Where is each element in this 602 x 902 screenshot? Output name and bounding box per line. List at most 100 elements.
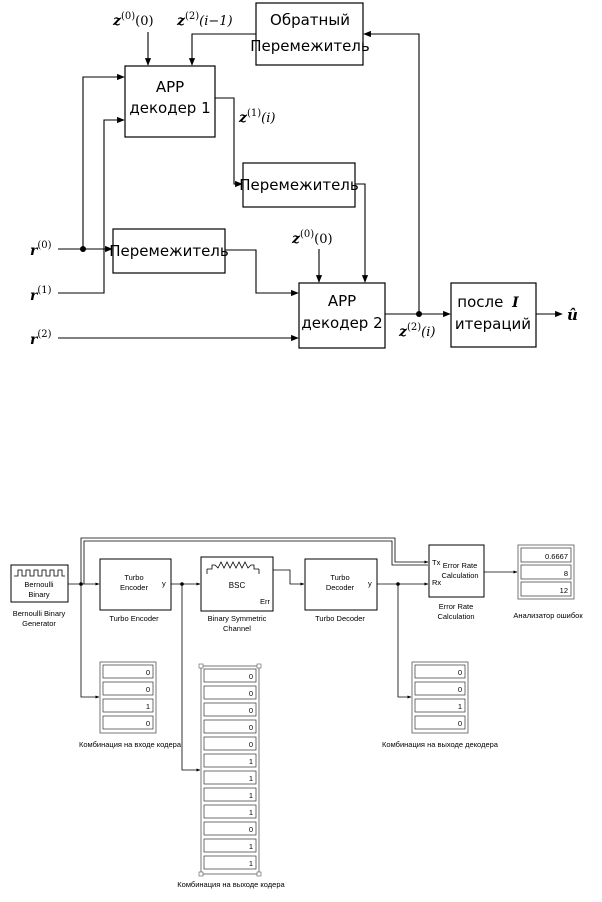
display-cell [203,668,257,683]
turbo-encoder-block[interactable]: Turbo Encoder y Turbo Encoder [99,558,172,623]
simulink-model: Bernoulli Binary Bernoulli Binary Genera… [10,537,583,889]
turbo-decoder-block[interactable]: Turbo Decoder y Turbo Decoder [304,558,378,623]
display-cell [102,664,154,679]
display-cell-value: 1 [249,859,253,868]
label-z2-out: z(2)(i) [398,322,435,340]
display-cell-value: 0 [146,668,150,677]
display-cell-value: 0 [458,668,462,677]
turbo-encoder-inner-line2: Encoder [120,583,148,592]
display-cell [414,698,466,713]
display-cell-value: 0.6667 [545,552,568,561]
display-cell-value: 1 [249,757,253,766]
top-wires [58,30,563,342]
display-cell [414,715,466,730]
error-rate-inner-line2: Calculation [441,571,478,580]
selection-handle [256,663,262,669]
error-rate-block[interactable]: Tx Rx Error Rate Calculation Error Rate … [428,544,485,621]
deinterleaver-line1: Обратный [270,11,350,29]
turbo-decoder-caption: Turbo Decoder [315,614,365,623]
display-cell [203,838,257,853]
after-iterations-line1: после [457,293,503,311]
bernoulli-generator-block[interactable]: Bernoulli Binary Bernoulli Binary Genera… [10,564,69,628]
bsc-inner-label: BSC [229,581,246,590]
label-z0-mid: z(0)(0) [291,229,333,247]
display-cell-value: 1 [249,791,253,800]
display-cell-value: 0 [249,689,253,698]
svg-text:после I: после I [457,293,519,311]
display-cell-value: 0 [458,685,462,694]
display-cell-value: 1 [146,702,150,711]
display-cell-value: 0 [146,719,150,728]
display-cell [203,685,257,700]
error-rate-port-tx: Tx [432,558,441,567]
turbo-encoder-caption: Turbo Encoder [109,614,159,623]
display-cell [102,698,154,713]
label-z0-top: z(0)(0) [112,11,154,29]
selection-handle [256,871,262,877]
display-cell-value: 8 [564,569,568,578]
display-cell [102,681,154,696]
display-cell [203,736,257,751]
display-cell [520,581,572,597]
display-cell-value: 0 [458,719,462,728]
display-cell [203,753,257,768]
error-rate-caption-line2: Calculation [437,612,474,621]
display-cell-value: 1 [249,842,253,851]
display-cell-value: 1 [249,774,253,783]
display-cell-value: 0 [249,723,253,732]
app-decoder-1-line1: APP [156,78,184,96]
display-cell [203,719,257,734]
bernoulli-caption-line1: Bernoulli Binary [13,609,66,618]
display-cell [203,821,257,836]
display-encoder-input-cells: 0 0 1 0 [102,664,154,730]
label-r0: r(0) [30,240,52,259]
turbo-encoder-inner-line1: Turbo [124,573,143,582]
interleaver-mid-label: Перемежитель [239,176,358,194]
error-display-caption: Анализатор ошибок [513,611,583,620]
resistor-icon [207,561,259,570]
label-z1: z(1)(i) [238,108,275,126]
bsc-block[interactable]: BSC Err Binary Symmetric Channel [200,556,274,633]
app-decoder-2-block: APP декодер 2 [298,282,386,349]
deinterleaver-block: Обратный Перемежитель [250,2,370,66]
display-cell-value: 1 [249,808,253,817]
display-cell [414,681,466,696]
label-r1: r(1) [30,285,52,304]
turbo-decoder-inner-line1: Turbo [330,573,349,582]
bsc-caption-line2: Channel [223,624,251,633]
display-cell [102,715,154,730]
display-cell [203,804,257,819]
after-iterations-line2: итераций [455,315,531,333]
turbo-decoder-block-diagram: Обратный Перемежитель APP декодер 1 Пере… [30,2,578,349]
app-decoder-1-block: APP декодер 1 [124,65,216,138]
display-decoder-output-cells: 0 0 1 0 [414,664,466,730]
error-rate-caption-line1: Error Rate [439,602,474,611]
display-cell-value: 1 [458,702,462,711]
display-cell-value: 0 [146,685,150,694]
display-cell [203,855,257,870]
interleaver-mid-block: Перемежитель [239,162,359,208]
display-cell [203,770,257,785]
app-decoder-2-line1: APP [328,292,356,310]
bsc-caption-line1: Binary Symmetric [208,614,267,623]
label-z2-feedback: z(2)(i−1) [176,11,233,29]
after-iterations-block: после I итераций [450,282,537,348]
simulink-wires [68,537,518,772]
display-cell-value: 12 [560,586,568,595]
selection-handle [198,871,204,877]
display-cell-value: 0 [249,825,253,834]
bernoulli-inner-line1: Bernoulli [24,580,54,589]
turbo-encoder-port-y: y [162,579,166,588]
bernoulli-caption-line2: Generator [22,619,56,628]
interleaver-left-block: Перемежитель [109,228,229,274]
error-display-cells: 0.6667 8 12 [520,547,572,597]
app-decoder-1-line2: декодер 1 [129,99,210,117]
display-cell [520,547,572,563]
bsc-port-err: Err [260,597,271,606]
app-decoder-2-line2: декодер 2 [301,314,382,332]
after-iterations-var: I [511,295,519,311]
display-cell [203,787,257,802]
label-r2: r(2) [30,329,52,348]
